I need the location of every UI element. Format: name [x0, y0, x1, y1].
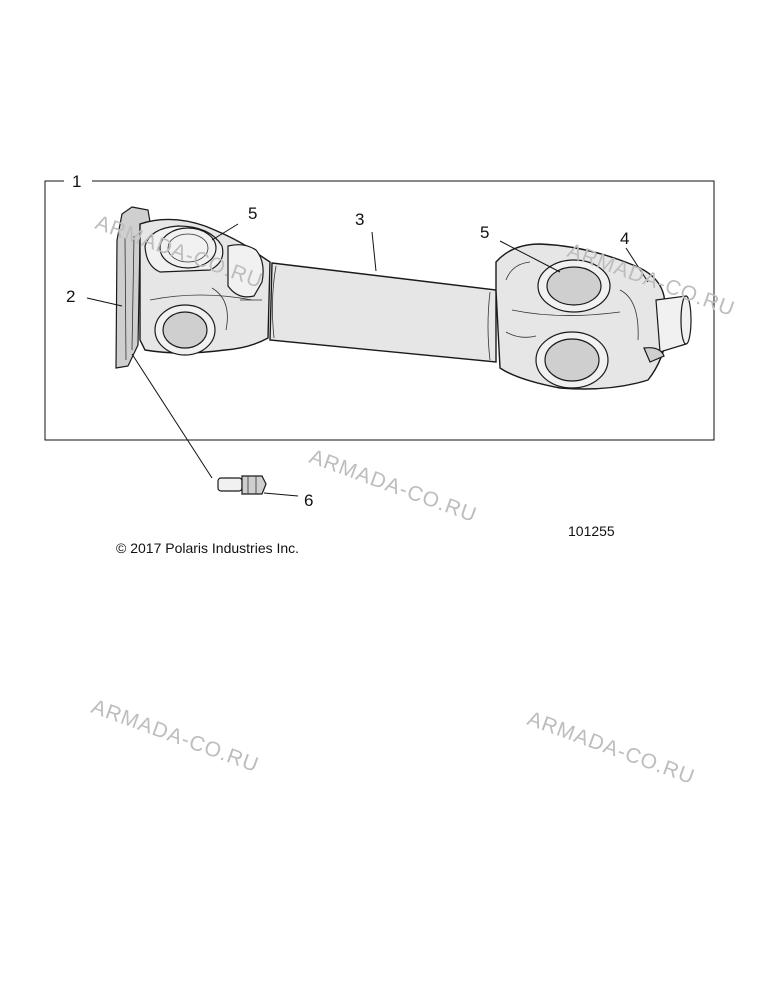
watermark-4: ARMADA-CO.RU: [88, 695, 262, 777]
assembly-frame: [44, 180, 715, 441]
callout-6: 6: [304, 491, 313, 510]
figure-number: 101255: [568, 523, 615, 539]
front-flange-yoke: [115, 206, 271, 369]
callout-2: 2: [66, 287, 75, 306]
copyright-text: © 2017 Polaris Industries Inc.: [116, 540, 299, 556]
watermark-3: ARMADA-CO.RU: [306, 445, 480, 527]
rear-slip-yoke: [495, 243, 692, 390]
callout-5-left: 5: [248, 204, 257, 223]
callout-1: 1: [72, 172, 81, 191]
callout-5-right: 5: [480, 223, 489, 242]
callout-4: 4: [620, 229, 629, 248]
drive-tube: [269, 262, 497, 363]
flange-bolt: [217, 475, 267, 495]
watermark-5: ARMADA-CO.RU: [524, 707, 698, 789]
callout-3: 3: [355, 210, 364, 229]
